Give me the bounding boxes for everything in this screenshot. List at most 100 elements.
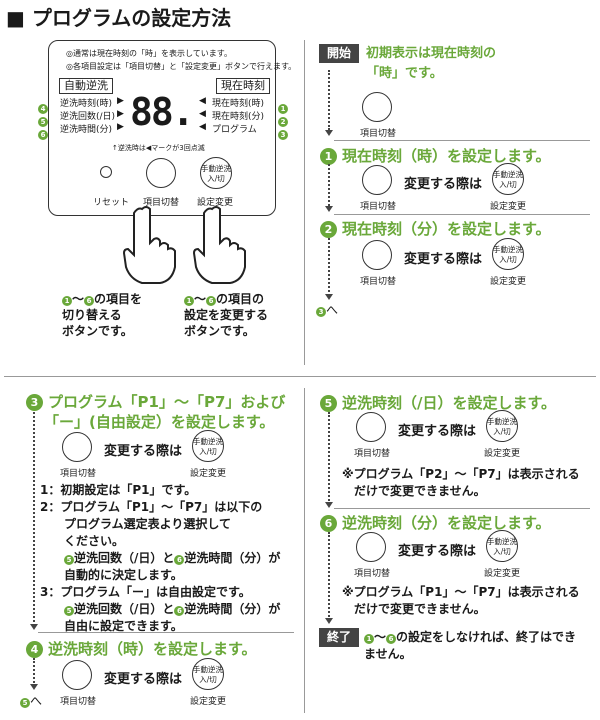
item-switch-label: 項目切替 — [60, 697, 97, 707]
pointing-hand-right-icon — [192, 206, 246, 284]
left-item-2: 逆洗回数(/日) — [60, 112, 116, 122]
step-text: 現在時刻（分）を設定します。 — [342, 220, 551, 238]
end-label: 終了 — [319, 628, 359, 647]
change-instruction: 変更する際は — [398, 424, 477, 439]
flow-connector — [328, 70, 330, 130]
divider-horizontal — [4, 376, 596, 377]
step-number-badge: 6 — [320, 515, 337, 532]
note-line: ※プログラム「P2」～「P7」は表示される — [342, 467, 580, 481]
caption-text: ボタンです。 — [62, 324, 133, 338]
item-switch-button[interactable] — [62, 660, 92, 690]
item-switch-label: 項目切替 — [360, 129, 397, 139]
right-item-1: 現在時刻(時) — [212, 99, 265, 109]
reset-label: リセット — [93, 198, 130, 208]
step-number-badge: 1 — [184, 296, 194, 306]
detail-line: 自動的に決定します。 — [64, 568, 183, 582]
detail-text: 逆洗回数（/日）と — [74, 551, 175, 565]
step-number-badge: 3 — [278, 130, 288, 140]
left-item-1: 逆洗時刻(時) — [60, 99, 113, 109]
step-text: 逆洗時刻（/日）を設定します。 — [342, 394, 556, 412]
item-switch-button[interactable] — [362, 92, 392, 122]
right-item-2: 現在時刻(分) — [212, 112, 265, 122]
reset-button[interactable] — [100, 166, 112, 178]
settings-change-label: 設定変更 — [490, 277, 527, 287]
start-text: 初期表示は現在時刻の 「時」です。 — [366, 44, 496, 84]
detail-text: 逆洗時間（分）が — [184, 551, 281, 565]
right-indicator-arrows: ◀◀◀ — [199, 96, 206, 132]
detail-line: ください。 — [64, 534, 125, 548]
goto-text: へ — [326, 303, 339, 317]
detail-text: 逆洗時間（分）が — [184, 602, 281, 616]
step-6-title: 6 逆洗時刻（分）を設定します。 — [320, 512, 551, 533]
step-text: 逆洗時刻（分）を設定します。 — [342, 514, 551, 532]
step-number-badge: 2 — [278, 117, 288, 127]
item-switch-button[interactable] — [62, 432, 92, 462]
left-num-6: 6 — [38, 122, 48, 141]
manual-backwash-button[interactable]: 手動逆洗 入/切 — [492, 163, 524, 195]
right-num-2: 2 — [278, 109, 288, 128]
flow-arrow — [325, 294, 333, 300]
step-number-badge: 6 — [38, 130, 48, 140]
end-text-part: ません。 — [364, 647, 412, 661]
step-number-badge: 4 — [26, 641, 43, 658]
step-number-badge: 5 — [64, 555, 74, 565]
step-number-badge: 6 — [206, 296, 217, 306]
settings-change-label: 設定変更 — [190, 469, 227, 479]
item-switch-button[interactable] — [356, 412, 386, 442]
item-switch-button[interactable] — [362, 165, 392, 195]
flow-connector — [33, 412, 35, 626]
item-switch-button[interactable] — [146, 158, 176, 188]
manual-backwash-button[interactable]: 手動逆洗 入/切 — [200, 157, 232, 189]
indicator-note: ↑逆洗時は◀マークが3回点滅 — [112, 144, 205, 152]
step-3-details: 1：初期設定は「P1」です。 2：プログラム「P1」～「P7」は以下の プログラ… — [40, 482, 280, 635]
auto-wash-label: 自動逆洗 — [59, 78, 113, 94]
step-text: 「ー」(自由設定）を設定します。 — [44, 413, 275, 431]
section-rule — [334, 508, 590, 509]
detail-line: プログラム選定表より選択して — [64, 517, 232, 531]
caption-text: の項目の — [216, 292, 265, 306]
controller-panel — [48, 40, 276, 216]
note-line: ※プログラム「P1」～「P7」は表示される — [342, 585, 580, 599]
manual-backwash-button[interactable]: 手動逆洗 入/切 — [192, 658, 224, 690]
step-text: 逆洗時刻（時）を設定します。 — [48, 640, 257, 658]
manual-backwash-button[interactable]: 手動逆洗 入/切 — [492, 238, 524, 270]
manual-backwash-button[interactable]: 手動逆洗 入/切 — [192, 430, 224, 462]
right-num-1: 1 — [278, 96, 288, 115]
item-switch-button[interactable] — [356, 532, 386, 562]
manual-backwash-button[interactable]: 手動逆洗 入/切 — [486, 410, 518, 442]
item-switch-label: 項目切替 — [60, 469, 97, 479]
detail-text: 逆洗回数（/日）と — [74, 602, 175, 616]
step-number-badge: 4 — [38, 104, 48, 114]
change-instruction: 変更する際は — [404, 177, 483, 192]
flow-arrow — [30, 684, 38, 690]
detail-line: 3：プログラム「ー」は自由設定です。 — [40, 585, 251, 599]
page-title: ■ プログラムの設定方法 — [6, 6, 232, 30]
step-number-badge: 1 — [278, 104, 288, 114]
change-instruction: 変更する際は — [398, 544, 477, 559]
step-number-badge: 1 — [320, 148, 337, 165]
manual-backwash-button[interactable]: 手動逆洗 入/切 — [486, 530, 518, 562]
item-switch-button[interactable] — [362, 240, 392, 270]
step-number-badge: 1 — [62, 296, 72, 306]
step-text: プログラム「P1」～「P7」および — [48, 393, 286, 411]
left-indicator-arrows: ▶▶▶ — [117, 96, 124, 132]
segment-display: 88. — [130, 90, 195, 134]
flow-arrow — [325, 502, 333, 508]
step-number-badge: 6 — [174, 555, 185, 565]
flow-connector — [328, 164, 330, 206]
item-switch-label: 項目切替 — [360, 277, 397, 287]
settings-change-label: 設定変更 — [190, 697, 227, 707]
section-rule — [38, 632, 294, 633]
item-switch-label: 項目切替 — [143, 198, 180, 208]
step-number-badge: 6 — [174, 606, 185, 616]
caption-text: の項目を — [94, 292, 143, 306]
step-6-note: ※プログラム「P1」～「P7」は表示される だけで変更できません。 — [342, 584, 580, 618]
settings-change-label: 設定変更 — [484, 449, 521, 459]
